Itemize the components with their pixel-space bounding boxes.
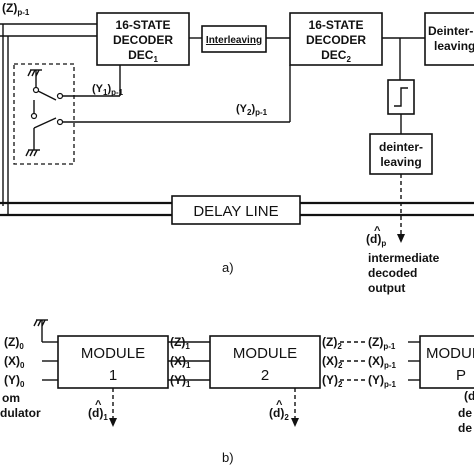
decoder-1-box [96, 12, 190, 66]
mp-d-label: (d [464, 389, 474, 403]
m3-x-label: (X)p-1 [368, 354, 397, 370]
m2-x-label: (X)2 [322, 354, 343, 370]
m1-x-label: (X)1 [170, 354, 191, 370]
module-1-line2: 1 [109, 367, 117, 384]
module-p-line2: P [456, 367, 466, 384]
b-from-line2: dulator [0, 406, 41, 420]
deinterleaving-top-line2: leaving [434, 39, 474, 53]
output-d-label: (d)p [366, 232, 386, 248]
decoder-2-line1: 16-STATE [309, 18, 364, 32]
module-1-line1: MODULE [81, 345, 145, 362]
y2-label: (Y2)p-1 [236, 103, 268, 117]
arrow-down-icon-m1 [109, 418, 117, 427]
m1-d-hat: ^ [95, 399, 102, 411]
b-in-z: (Z)0 [4, 335, 24, 351]
output-hat: ^ [374, 225, 381, 237]
b-from-line1: om [2, 391, 20, 405]
m3-z-label: (Z)p-1 [368, 335, 396, 351]
module-p-line1: MODULE [426, 345, 474, 362]
y1-label: (Y1)p-1 [92, 83, 124, 97]
m2-y-label: (Y)2 [322, 373, 343, 389]
caption-b: b) [222, 450, 234, 465]
delay-line-label: DELAY LINE [193, 203, 278, 220]
m1-d-label: (d)1 [88, 406, 108, 422]
mp-de-1: de [458, 406, 472, 420]
decoder-2-line3: DEC2 [321, 48, 351, 64]
b-in-y: (Y)0 [4, 373, 25, 389]
b-in-x: (X)0 [4, 354, 25, 370]
decoder-1-line1: 16-STATE [116, 18, 171, 32]
switch-box [13, 63, 75, 165]
m2-d-label: (d)2 [269, 406, 289, 422]
ground-icon-top [27, 69, 42, 90]
decoder-1-line2: DECODER [113, 33, 173, 47]
ground-icon-b [33, 319, 48, 342]
mp-de-2: de [458, 421, 472, 435]
deinterleaving-top-line1: Deinter- [428, 24, 473, 38]
module-2-box [209, 335, 321, 389]
input-z-label: (Z)p-1 [2, 1, 30, 17]
delay-line-box [171, 195, 301, 225]
decoder-2-box [289, 12, 383, 66]
module-2-line2: 2 [261, 367, 269, 384]
switch-icon [30, 86, 64, 129]
m2-d-hat: ^ [276, 399, 283, 411]
ground-icon-bottom [25, 128, 40, 157]
output-text-line2: decoded [368, 266, 417, 280]
deinterleaving-mid-box [369, 133, 433, 175]
m2-z-label: (Z)2 [322, 335, 342, 351]
caption-a: a) [222, 260, 234, 275]
m1-z-label: (Z)1 [170, 335, 190, 351]
module-p-box [419, 335, 474, 389]
arrow-down-icon-m2 [291, 418, 299, 427]
module-1-box [57, 335, 169, 389]
deinterleaving-top-box [424, 12, 474, 66]
decoder-1-line3: DEC1 [128, 48, 158, 64]
output-text-line3: output [368, 281, 405, 295]
m1-y-label: (Y)1 [170, 373, 191, 389]
module-2-line1: MODULE [233, 345, 297, 362]
decoder-2-line2: DECODER [306, 33, 366, 47]
decision-step-icon [394, 87, 408, 107]
interleaving-box [201, 25, 267, 53]
arrow-down-icon [397, 234, 405, 243]
interleaving-label: Interleaving [206, 35, 262, 46]
m3-y-label: (Y)p-1 [368, 373, 397, 389]
deinterleaving-mid-line2: leaving [380, 155, 421, 169]
output-text-line1: intermediate [368, 251, 440, 265]
deinterleaving-mid-line1: deinter- [379, 140, 423, 154]
